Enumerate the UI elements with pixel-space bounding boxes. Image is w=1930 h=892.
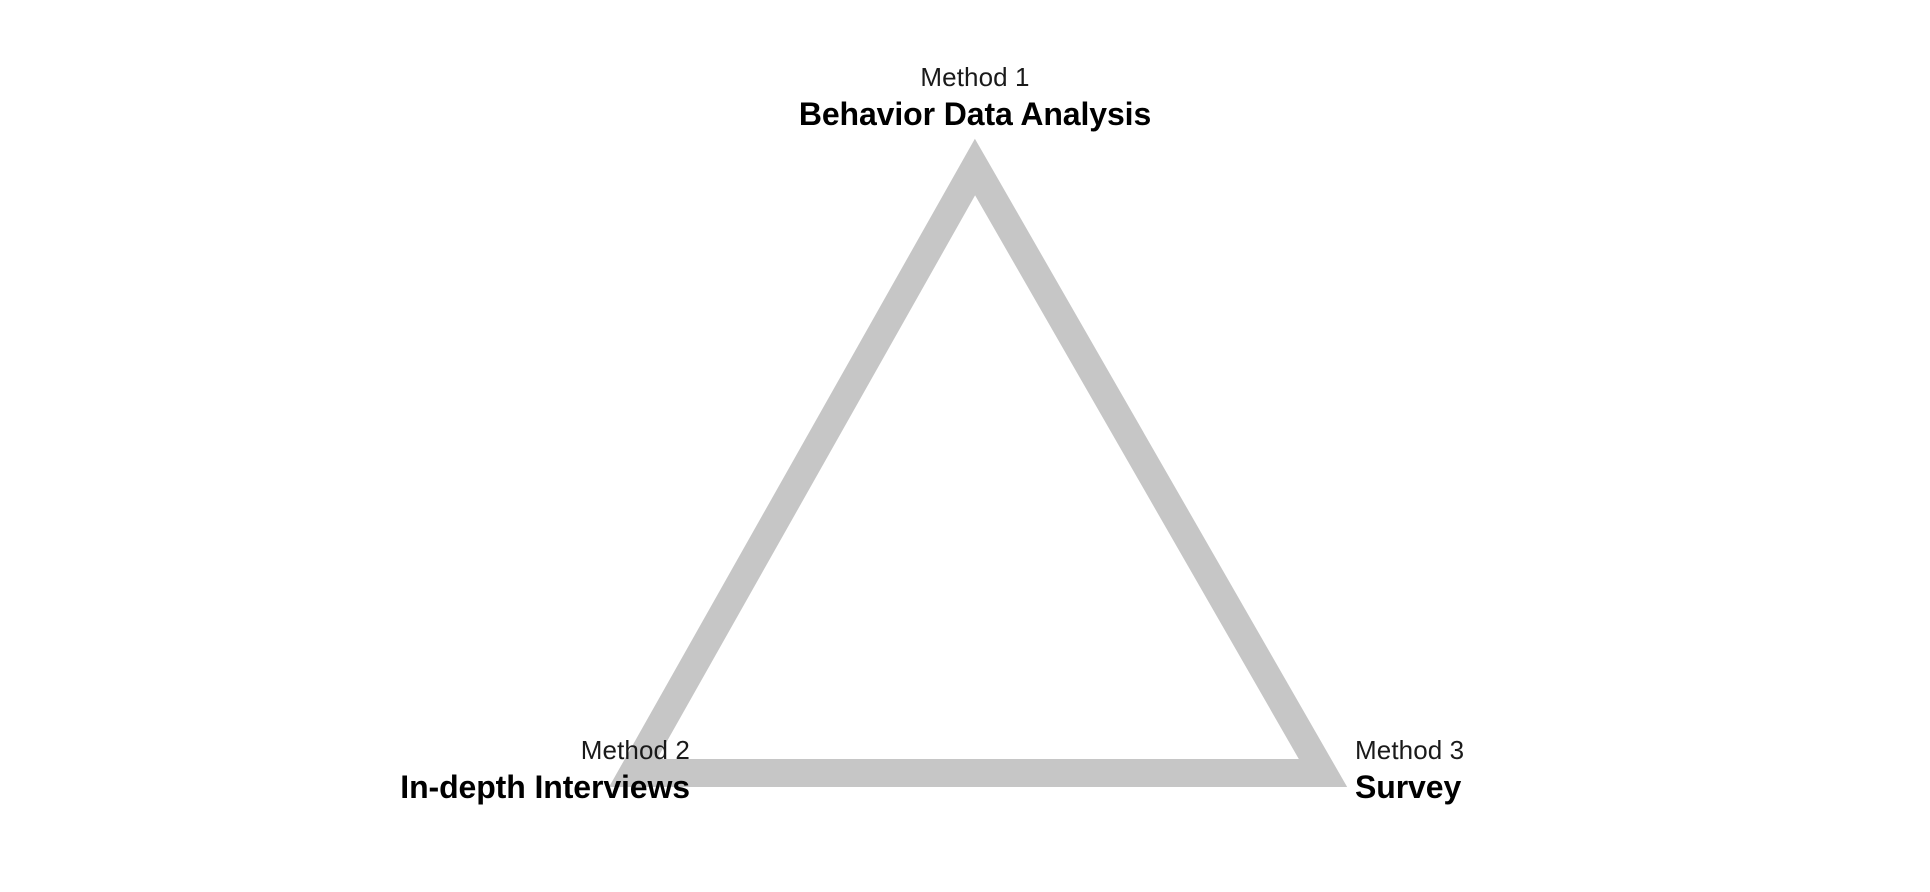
vertex-label-method-2: Method 2 In-depth Interviews [400,735,690,806]
method-1-title: Behavior Data Analysis [798,95,1152,132]
vertex-label-method-1: Method 1 Behavior Data Analysis [799,62,1151,133]
method-3-title: Survey [1355,768,1462,805]
method-3-eyebrow: Method 3 [1355,735,1465,765]
triangle-polygon [609,138,1348,787]
method-1-eyebrow: Method 1 [920,62,1030,92]
method-2-eyebrow: Method 2 [580,735,690,765]
vertex-label-method-3: Method 3 Survey [1355,735,1464,806]
method-2-title: In-depth Interviews [400,768,690,805]
